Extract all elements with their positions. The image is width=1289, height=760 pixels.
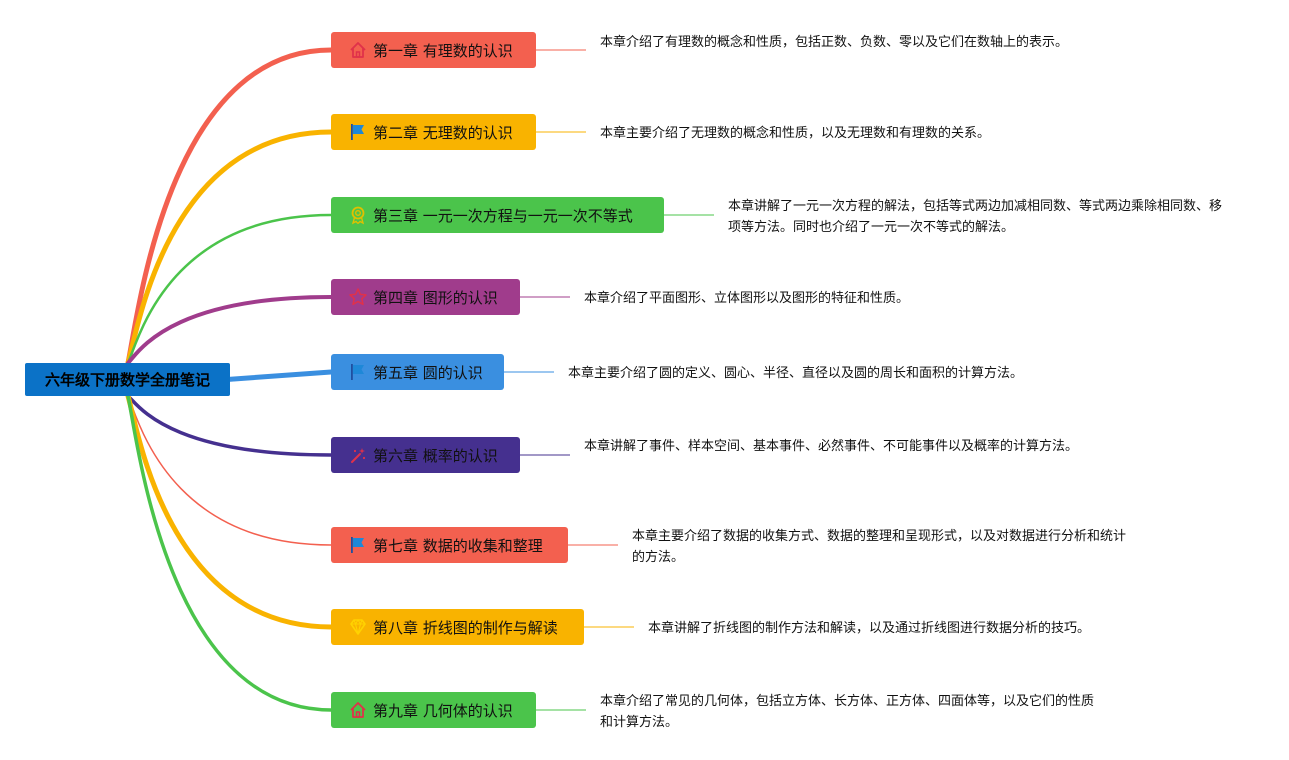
chapter-note: 本章介绍了平面图形、立体图形以及图形的特征和性质。 [584, 291, 910, 306]
chapter-note: 本章主要介绍了圆的定义、圆心、半径、直径以及圆的周长和面积的计算方法。 [568, 366, 1024, 381]
flag-icon [348, 535, 368, 555]
chapter-title: 第三章 一元一次方程与一元一次不等式 [373, 206, 633, 225]
home-icon [348, 40, 368, 60]
chapter-note: 本章讲解了事件、样本空间、基本事件、必然事件、不可能事件以及概率的计算方法。 [584, 439, 1079, 454]
home-icon [348, 700, 368, 720]
branch-connector [125, 393, 334, 630]
chapter-note: 本章主要介绍了无理数的概念和性质，以及无理数和有理数的关系。 [600, 126, 991, 141]
chapter-title: 第六章 概率的认识 [373, 446, 498, 465]
chapter-title: 第九章 几何体的认识 [373, 701, 513, 720]
chapter-title: 第二章 无理数的认识 [373, 123, 513, 142]
chapter-note: 本章主要介绍了数据的收集方式、数据的整理和呈现形式，以及对数据进行分析和统计的方… [632, 529, 1127, 565]
branch-connector [126, 213, 333, 365]
branch-connector [217, 369, 334, 383]
branch-connector [126, 394, 333, 457]
chapter-note: 本章讲解了一元一次方程的解法，包括等式两边加减相同数、等式两边乘除相同数、移项等… [728, 199, 1223, 235]
chapter-title: 第八章 折线图的制作与解读 [373, 618, 558, 637]
branch-connector [126, 295, 333, 365]
chapter-node[interactable]: 第五章 圆的认识 [331, 354, 504, 390]
branch-connector [126, 394, 333, 712]
chapter-title: 第四章 图形的认识 [373, 288, 498, 307]
chapter-note: 本章介绍了常见的几何体，包括立方体、长方体、正方体、四面体等，以及它们的性质和计… [600, 694, 1095, 730]
branch-connector [127, 395, 332, 546]
flag-icon [348, 362, 368, 382]
chapter-node[interactable]: 第七章 数据的收集和整理 [331, 527, 568, 563]
flag-icon [348, 122, 368, 142]
branch-connector [125, 129, 334, 366]
chapter-note: 本章介绍了有理数的概念和性质，包括正数、负数、零以及它们在数轴上的表示。 [600, 35, 1069, 50]
chapter-title: 第五章 圆的认识 [373, 363, 483, 382]
chapter-note: 本章讲解了折线图的制作方法和解读，以及通过折线图进行数据分析的技巧。 [648, 621, 1091, 636]
branch-connector [125, 47, 334, 366]
chapter-node[interactable]: 第九章 几何体的认识 [331, 692, 536, 728]
star-icon [348, 287, 368, 307]
root-topic[interactable]: 六年级下册数学全册笔记 [25, 363, 230, 396]
magic-icon [348, 445, 368, 465]
chapter-node[interactable]: 第三章 一元一次方程与一元一次不等式 [331, 197, 664, 233]
badge-icon [348, 205, 368, 225]
diamond-icon [348, 617, 368, 637]
chapter-node[interactable]: 第二章 无理数的认识 [331, 114, 536, 150]
chapter-title: 第一章 有理数的认识 [373, 41, 513, 60]
chapter-node[interactable]: 第一章 有理数的认识 [331, 32, 536, 68]
chapter-node[interactable]: 第六章 概率的认识 [331, 437, 520, 473]
chapter-node[interactable]: 第四章 图形的认识 [331, 279, 520, 315]
chapter-title: 第七章 数据的收集和整理 [373, 536, 543, 555]
chapter-node[interactable]: 第八章 折线图的制作与解读 [331, 609, 584, 645]
